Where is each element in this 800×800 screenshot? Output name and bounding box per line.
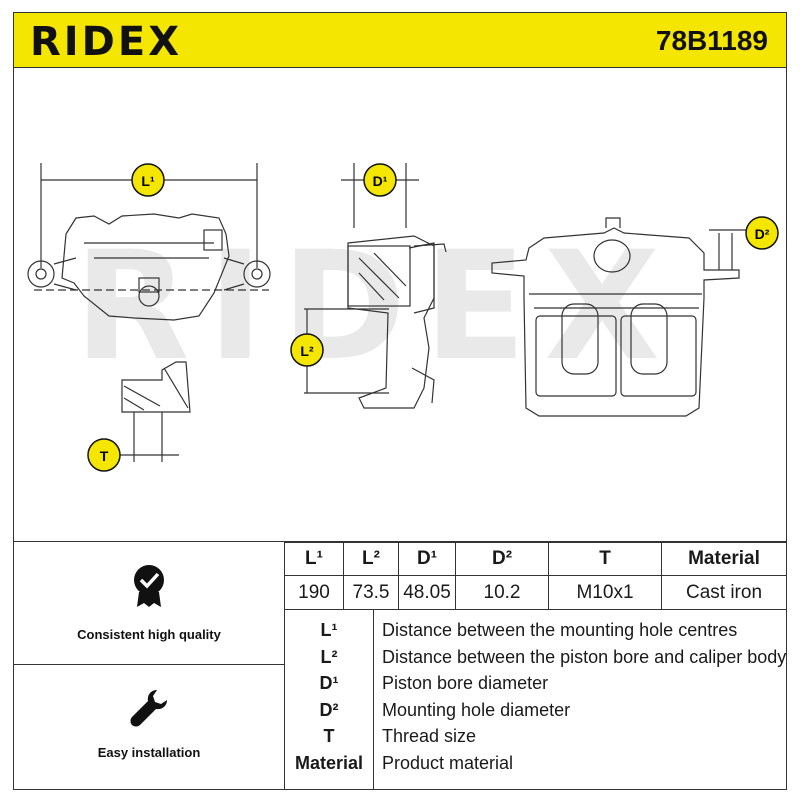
spec-value: M10x1 <box>548 575 662 610</box>
spec-value: 190 <box>284 575 344 610</box>
badge-d2: D² <box>755 226 770 242</box>
legend-key: D² <box>319 700 339 720</box>
spec-value: 73.5 <box>343 575 399 610</box>
spec-header: Material <box>661 542 787 576</box>
front-view <box>27 163 271 321</box>
spec-value: 48.05 <box>398 575 456 610</box>
feature-quality: Consistent high quality <box>14 564 284 642</box>
legend-item: L¹ Distance between the mounting hole ce… <box>285 618 787 644</box>
wrench-icon <box>130 690 167 727</box>
legend-key: L² <box>320 647 338 667</box>
caliper-technical-drawing: RIDEX <box>27 163 779 472</box>
legend-key: L¹ <box>320 620 338 640</box>
legend-description: Distance between the piston bore and cal… <box>382 647 787 667</box>
dimension-legend: L¹ Distance between the mounting hole ce… <box>284 609 787 789</box>
spec-header: L² <box>343 542 399 576</box>
badge-l2: L² <box>300 343 314 359</box>
spec-value: Cast iron <box>661 575 787 610</box>
feature-divider <box>14 664 284 665</box>
rear-view <box>491 217 749 417</box>
legend-description: Thread size <box>382 726 477 746</box>
legend-item: L² Distance between the piston bore and … <box>285 645 787 671</box>
legend-description: Mounting hole diameter <box>382 700 571 720</box>
check-badge-icon <box>134 565 164 607</box>
legend-description: Distance between the mounting hole centr… <box>382 620 738 640</box>
spec-header: T <box>548 542 662 576</box>
badge-l1: L¹ <box>141 173 155 189</box>
legend-key: Material <box>294 753 364 773</box>
features-panel: Consistent high quality Easy installatio… <box>14 542 284 789</box>
legend-item: T Thread size <box>285 724 787 750</box>
spec-header-row: L¹ L² D¹ D² T Material <box>284 542 787 576</box>
legend-description: Product material <box>382 753 514 773</box>
feature-label: Easy installation <box>97 745 201 760</box>
part-number: 78B1189 <box>655 25 768 56</box>
spec-header: D² <box>455 542 549 576</box>
spec-value-row: 190 73.5 48.05 10.2 M10x1 Cast iron <box>284 575 787 610</box>
badge-t: T <box>100 448 109 464</box>
page-frame <box>13 12 787 790</box>
brand-logo: RIDEX <box>30 19 183 65</box>
legend-key: T <box>323 726 335 746</box>
legend-description: Piston bore diameter <box>382 673 549 693</box>
spec-header: L¹ <box>284 542 344 576</box>
dimension-badges: L¹ D¹ L² D² T <box>87 163 779 472</box>
header-bar: RIDEX 78B1189 <box>14 13 786 68</box>
specification-table: L¹ L² D¹ D² T Material 190 73.5 48.05 10… <box>284 542 787 610</box>
badge-d1: D¹ <box>373 173 388 189</box>
feature-label: Consistent high quality <box>77 627 221 642</box>
legend-separator <box>373 609 374 789</box>
feature-installation: Easy installation <box>14 688 284 760</box>
legend-item: D² Mounting hole diameter <box>285 698 787 724</box>
legend-item: D¹ Piston bore diameter <box>285 671 787 697</box>
side-view <box>304 163 447 409</box>
spec-value: 10.2 <box>455 575 549 610</box>
legend-key: D¹ <box>319 673 339 693</box>
spec-header: D¹ <box>398 542 456 576</box>
thread-detail <box>112 361 191 462</box>
legend-item: Material Product material <box>285 751 787 777</box>
section-divider <box>14 541 786 542</box>
